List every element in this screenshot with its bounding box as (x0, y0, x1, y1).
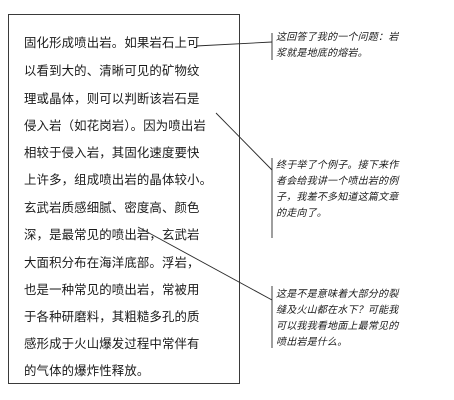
annotation-note-3: 这是不是意味着大部分的裂 缝及火山都在水下？可能我 可以我我看地面上最常见的 喷… (276, 287, 448, 351)
main-text-line: 固化形成喷出岩。如果岩石上可 (24, 35, 200, 50)
main-text-line: 侵入岩（如花岗岩）。因为喷出岩 (24, 118, 206, 133)
annotation-line: 者会给我讲一个喷出岩的例 (276, 176, 399, 187)
main-text-line: 于各种研磨料，其粗糙多孔的质 (24, 309, 200, 324)
annotation-line: 子，我差不多知道这篇文章 (276, 192, 399, 203)
annotation-line: 浆就是地底的熔岩。 (276, 48, 368, 59)
annotation-note-2: 终于举了个例子。接下来作 者会给我讲一个喷出岩的例 子，我差不多知道这篇文章 的… (276, 158, 448, 222)
annotation-note-1: 这回答了我的一个问题：岩 浆就是地底的熔岩。 (276, 30, 448, 62)
annotation-line: 终于举了个例子。接下来作 (276, 160, 399, 171)
annotation-line: 这回答了我的一个问题：岩 (276, 32, 399, 43)
annotation-line: 这是不是意味着大部分的裂 (276, 289, 399, 300)
main-text-line: 上许多，组成喷出岩的晶体较小。 (24, 172, 213, 187)
annotation-line: 喷出岩是什么。 (276, 337, 348, 348)
main-text-line: 大面积分布在海洋底部。浮岩， (24, 255, 200, 270)
main-text-line: 以看到大的、清晰可见的矿物纹 (24, 63, 200, 78)
main-text-line: 也是一种常见的喷出岩，常被用 (24, 282, 200, 297)
main-text-line: 相较于侵入岩，其固化速度要快 (24, 145, 200, 160)
annotation-line: 可以我我看地面上最常见的 (276, 321, 399, 332)
annotation-line: 的走向了。 (276, 208, 327, 219)
main-text-line: 深，是最常见的喷出岩，玄武岩 (24, 227, 200, 242)
annotation-line: 缝及火山都在水下？可能我 (276, 305, 399, 316)
main-text-line: 玄武岩质感细腻、密度高、颜色 (24, 200, 200, 215)
main-text-line: 的气体的爆炸性释放。 (24, 363, 150, 378)
main-text-box (8, 14, 240, 384)
main-text-line: 感形成于火山爆发过程中常伴有 (24, 336, 200, 351)
main-text-line: 理或晶体，则可以判断该岩石是 (24, 91, 200, 106)
